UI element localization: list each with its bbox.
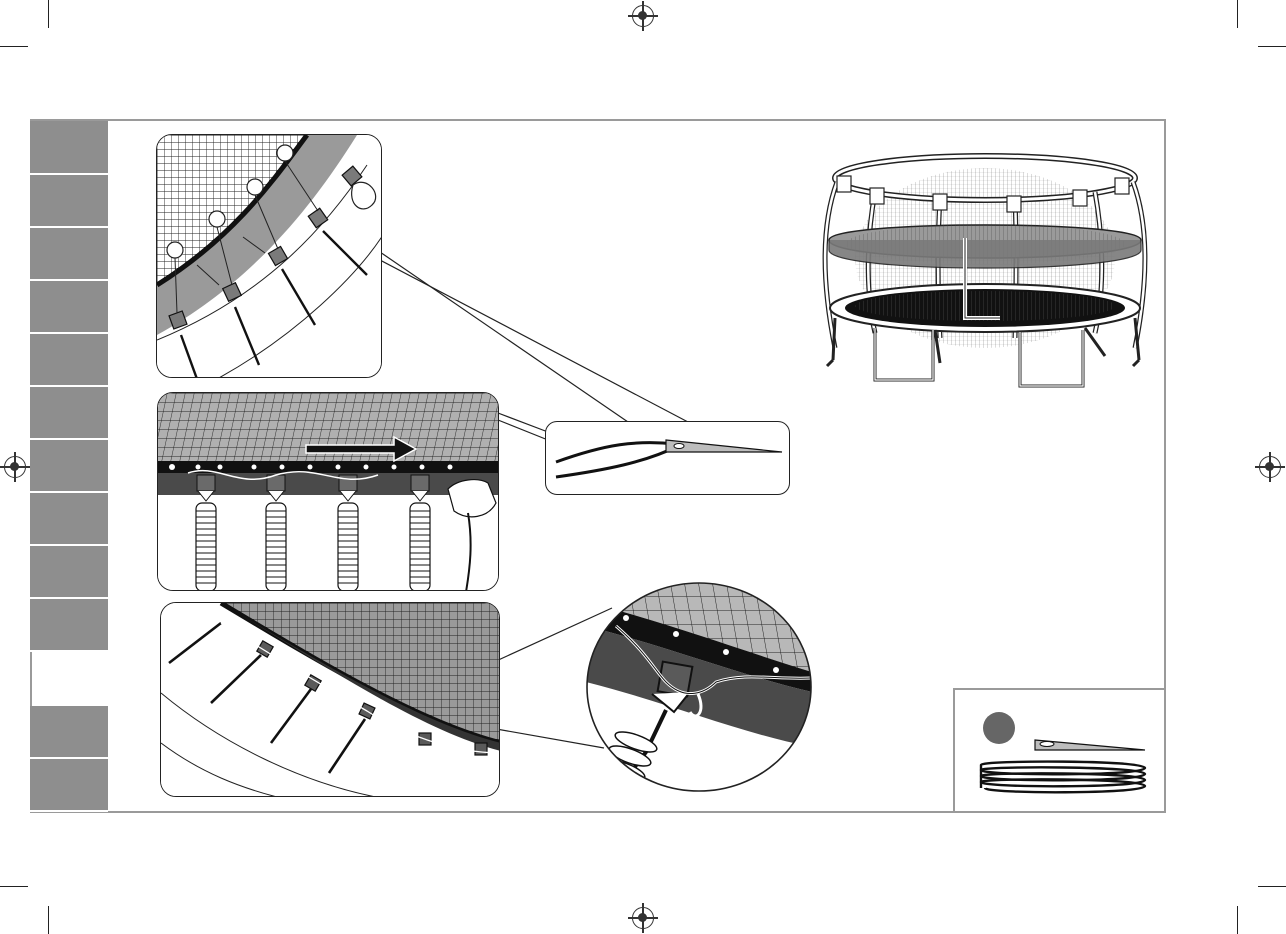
lacing-direction-view xyxy=(157,392,499,591)
assembled-trampoline xyxy=(815,148,1155,393)
finished-lacing-view xyxy=(160,602,500,797)
parts-box xyxy=(953,688,1166,813)
part-marker-icon xyxy=(983,712,1015,744)
net-lacing-closeup xyxy=(156,134,382,378)
lacing-needle-icon xyxy=(1035,740,1145,750)
lacing-rope-icon xyxy=(981,762,1145,793)
lace-knot-detail xyxy=(586,582,812,792)
lacing-needle-detail xyxy=(545,421,790,495)
